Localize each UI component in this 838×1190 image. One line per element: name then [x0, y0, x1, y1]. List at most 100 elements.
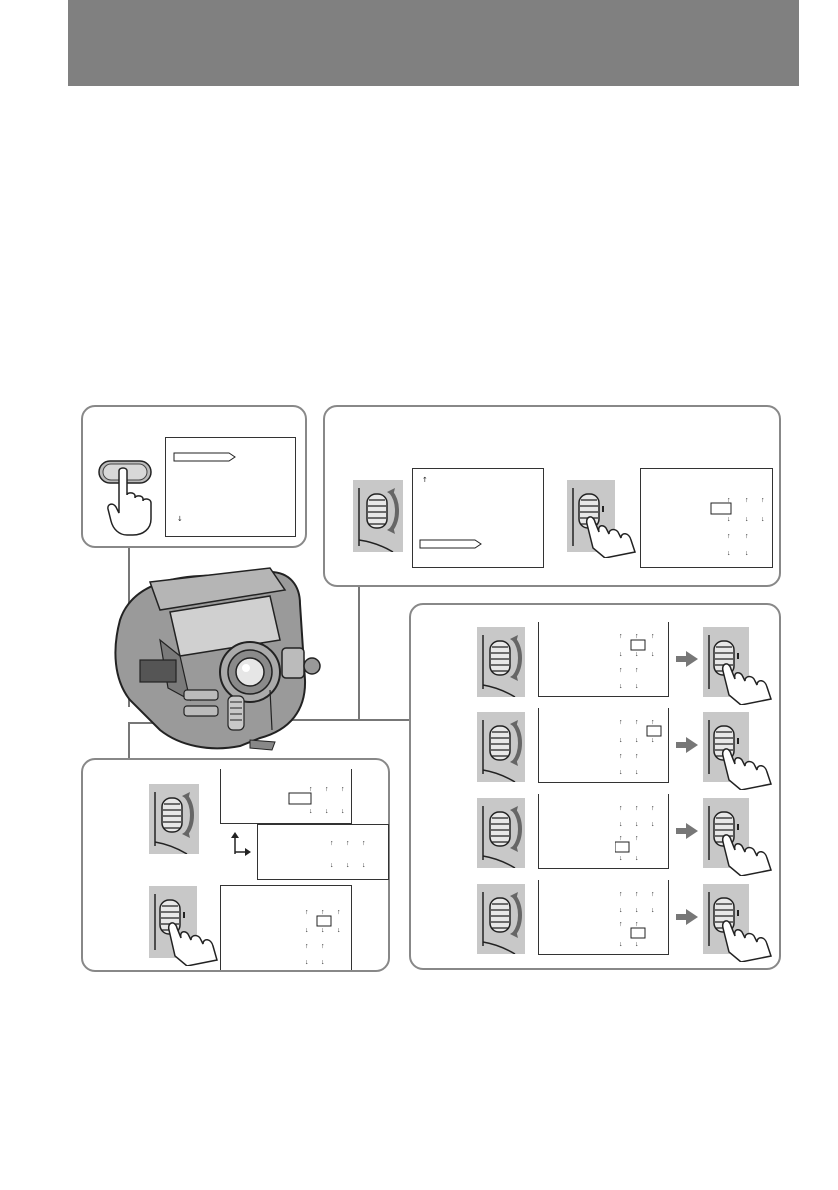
svg-text:↓: ↓ [325, 808, 329, 815]
setting-grid: ↑↑↑ ↓↓↓ [330, 840, 366, 869]
svg-text:↓: ↓ [619, 683, 623, 690]
control-dial-turn-icon[interactable] [477, 627, 525, 697]
svg-text:↓: ↓ [619, 651, 623, 658]
svg-text:↑: ↑ [346, 840, 350, 847]
svg-text:↑: ↑ [635, 667, 639, 674]
svg-text:↑: ↑ [635, 753, 639, 760]
svg-text:↑: ↑ [305, 943, 309, 950]
svg-text:↑: ↑ [330, 840, 334, 847]
svg-text:↑: ↑ [727, 497, 731, 504]
control-dial-turn-icon[interactable] [477, 798, 525, 868]
setting-screen: ↑↑↑ ↓↓↓ ↑↑ ↓↓ [220, 885, 352, 970]
menu-highlight-bar [419, 539, 482, 549]
svg-text:↓: ↓ [305, 959, 309, 966]
svg-text:↑: ↑ [745, 533, 749, 540]
svg-text:↑: ↑ [635, 921, 639, 928]
setting-grid: ↑↑↑ ↓↓↓ ↑↑ ↓↓ [619, 719, 662, 776]
setting-grid: ↑↑↑ ↓↓↓ ↑↑ ↓↓ [710, 497, 765, 557]
svg-text:↓: ↓ [619, 737, 623, 744]
control-dial-turn-icon[interactable] [353, 480, 403, 552]
setting-screen: ↑↑↑ ↓↓↓ ↑↑ ↓↓ [538, 794, 669, 869]
setting-grid: ↑↑↑ ↓↓↓ ↑↑ ↓↓ [615, 805, 655, 862]
svg-text:↓: ↓ [330, 862, 334, 869]
setting-screen: ↑↑↑ ↓↓↓ [257, 824, 389, 880]
camcorder-icon [114, 567, 321, 751]
svg-text:↓: ↓ [309, 808, 313, 815]
panel-step-adjust: ↑ ↑ ↑ ↓ ↓ ↓ ↑ ↑ ↓ ↓ ↑ ↑ ↑ ↓ ↓ ↓ ↑ ↑ ↓ ↓ [409, 603, 781, 970]
svg-text:↓: ↓ [635, 737, 639, 744]
svg-text:↓: ↓ [651, 821, 655, 828]
svg-text:↑: ↑ [619, 633, 623, 640]
leader-line [128, 722, 130, 758]
svg-text:↑: ↑ [619, 753, 623, 760]
svg-text:↑: ↑ [619, 891, 623, 898]
next-arrow-icon [676, 737, 698, 753]
next-arrow-icon [676, 651, 698, 667]
setting-grid: ↑↑↑ ↓↓↓ [288, 786, 345, 815]
svg-text:↑: ↑ [619, 921, 623, 928]
control-dial-turn-icon[interactable] [149, 784, 199, 854]
setting-grid: ↑↑↑ ↓↓↓ ↑↑ ↓↓ [619, 633, 655, 690]
menu-screen: ↑ [412, 468, 544, 568]
svg-text:↓: ↓ [635, 907, 639, 914]
svg-text:↓: ↓ [635, 769, 639, 776]
svg-text:↑: ↑ [619, 667, 623, 674]
control-dial-turn-icon[interactable] [477, 712, 525, 782]
menu-screen: ↓ [165, 437, 296, 537]
menu-highlight-bar [173, 452, 236, 462]
svg-text:↑: ↑ [635, 835, 639, 842]
svg-text:↑: ↑ [362, 840, 366, 847]
svg-text:↑: ↑ [337, 909, 341, 916]
setting-screen: ↑↑↑ ↓↓↓ ↑↑ ↓↓ [538, 880, 669, 955]
svg-text:↓: ↓ [619, 821, 623, 828]
leader-line [358, 586, 360, 720]
panel-step-menu: ↓ [81, 405, 307, 548]
svg-text:↑: ↑ [325, 786, 329, 793]
control-dial-turn-icon[interactable] [477, 884, 525, 954]
svg-text:↓: ↓ [619, 907, 623, 914]
svg-text:↑: ↑ [635, 805, 639, 812]
svg-text:↓: ↓ [635, 855, 639, 862]
svg-text:↓: ↓ [337, 927, 341, 934]
setting-grid: ↑↑↑ ↓↓↓ ↑↑ ↓↓ [619, 891, 655, 948]
control-dial-press-icon[interactable] [703, 712, 775, 790]
setting-screen: ↑↑↑ ↓↓↓ [220, 769, 352, 824]
setting-grid: ↑↑↑ ↓↓↓ ↑↑ ↓↓ [305, 909, 341, 966]
svg-text:↑: ↑ [309, 786, 313, 793]
svg-text:↑: ↑ [619, 805, 623, 812]
svg-text:↑: ↑ [745, 497, 749, 504]
control-dial-press-icon[interactable] [567, 480, 639, 558]
svg-text:↓: ↓ [635, 941, 639, 948]
svg-text:↓: ↓ [619, 855, 623, 862]
svg-text:↓: ↓ [619, 941, 623, 948]
svg-text:↓: ↓ [635, 651, 639, 658]
next-arrow-icon [676, 909, 698, 925]
down-arrow-icon: ↓ [177, 515, 183, 523]
control-dial-press-icon[interactable] [149, 886, 221, 966]
svg-text:↑: ↑ [651, 719, 655, 726]
svg-text:↓: ↓ [362, 862, 366, 869]
svg-text:↑: ↑ [321, 943, 325, 950]
control-dial-press-icon[interactable] [703, 627, 775, 705]
control-dial-press-icon[interactable] [703, 884, 775, 962]
setting-screen: ↑↑↑ ↓↓↓ ↑↑ ↓↓ [538, 622, 669, 697]
svg-text:↓: ↓ [321, 927, 325, 934]
svg-text:↓: ↓ [619, 769, 623, 776]
svg-text:↑: ↑ [651, 633, 655, 640]
svg-text:↑: ↑ [341, 786, 345, 793]
svg-text:↓: ↓ [321, 959, 325, 966]
next-arrow-icon [676, 823, 698, 839]
svg-text:↓: ↓ [635, 683, 639, 690]
header-bar [68, 0, 799, 86]
svg-text:↓: ↓ [635, 821, 639, 828]
svg-text:↓: ↓ [727, 550, 731, 557]
control-dial-press-icon[interactable] [703, 798, 775, 876]
svg-text:↓: ↓ [651, 737, 655, 744]
svg-text:↑: ↑ [619, 719, 623, 726]
svg-text:↑: ↑ [761, 497, 765, 504]
svg-text:↓: ↓ [761, 516, 765, 523]
panel-step-confirm: ↑↑↑ ↓↓↓ ↑↑↑ ↓↓↓ ↑↑↑ ↓↓↓ ↑↑ ↓↓ [81, 758, 390, 972]
svg-text:↓: ↓ [727, 516, 731, 523]
svg-text:↓: ↓ [651, 907, 655, 914]
svg-text:↓: ↓ [305, 927, 309, 934]
